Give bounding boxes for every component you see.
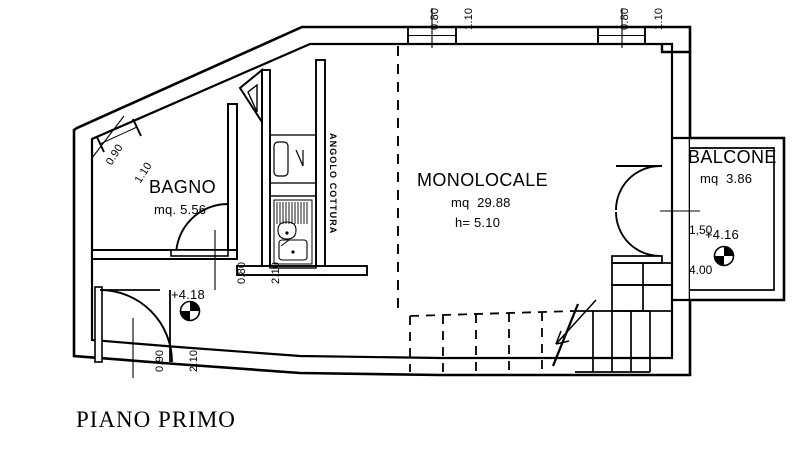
balcony-outer (690, 136, 786, 302)
diagonal-wall-glazing (99, 126, 138, 145)
kitchen-sink-basin (273, 141, 289, 177)
kitchen-counter-upper (269, 134, 317, 184)
kitchen-hob-hatching (276, 202, 308, 224)
stair-direction-arrow (555, 299, 597, 345)
room-height-monolocale: h= 5.10 (455, 215, 501, 230)
partition-bagno-right (227, 103, 238, 251)
kitchen-fixture-dot-2 (291, 250, 295, 254)
partition-kitchen-right (315, 59, 326, 276)
elevation-symbol-interior (179, 300, 201, 322)
building-walls (72, 25, 692, 377)
dimension-door-bagno-width: 0.80 (236, 261, 248, 284)
dimension-door-bagno-height: 2.10 (269, 261, 282, 284)
elevation-symbols (179, 245, 735, 322)
dimension-door-entrance: 0.90 2.10 (133, 350, 222, 372)
room-area-bagno: mq. 5.56 (154, 202, 207, 217)
door-bagno-arc (175, 203, 229, 257)
dimension-door-bagno: 0.80 2.10 (215, 262, 304, 284)
right-wall-notch (660, 44, 690, 54)
room-area-monolocale: mq 29.88 (451, 195, 511, 210)
door-balcony-sill (611, 255, 663, 264)
kitchen-hob-outer (269, 195, 317, 269)
dimension-balcony-width: 1,50 (689, 222, 713, 237)
dimension-window-diagonal-height: 1.10 (132, 160, 155, 186)
dimension-balcony-height: 4.00 (689, 263, 713, 278)
dimension-window-top-left-width: 0.80 (429, 7, 441, 30)
room-area-balcone: mq 3.86 (700, 171, 753, 186)
dimension-door-entrance-width: 0.90 (154, 349, 166, 372)
outer-wall-outline (72, 25, 692, 377)
stair-flight-down (409, 310, 576, 372)
stair-arrow-head (555, 330, 570, 345)
balcony-structure (672, 136, 786, 302)
dimension-window-top-left-height: 1.10 (462, 7, 475, 30)
stair-landing (611, 262, 673, 312)
wall-buttress-inner (247, 83, 258, 113)
kitchen-fixtures (269, 134, 317, 269)
kitchen-hob-inner (273, 199, 313, 265)
dimension-door-entrance-height: 2.10 (187, 349, 200, 372)
dimension-window-top-right-height: 1.10 (652, 7, 665, 30)
elevation-label-interior: +4.18 (171, 287, 205, 302)
staircase (409, 262, 673, 373)
room-label-balcone: BALCONE (688, 147, 777, 167)
dimension-window-top-right-width: 0.80 (619, 7, 631, 30)
dimension-window-top-right: 0.80 1.10 (598, 8, 687, 30)
kitchen-label-angolo-cottura: ANGOLO COTTURA (328, 133, 338, 235)
kitchen-fixture-dot-1 (285, 231, 289, 235)
kitchen-fixture-mark (280, 239, 290, 247)
elevation-label-balcony: +4.16 (705, 227, 739, 242)
door-entrance-leaf (94, 286, 103, 363)
partition-kitchen-left (261, 69, 271, 276)
leader-window-diagonal (91, 115, 125, 159)
room-label-monolocale: MONOLOCALE (417, 170, 549, 190)
plan-title: PIANO PRIMO (76, 407, 236, 432)
elevation-symbol-balcony (713, 245, 735, 267)
door-bagno-leaf (170, 249, 229, 257)
dimension-balcony-opening: 1,50 4.00 (689, 197, 712, 305)
partition-kitchen-bottom (236, 265, 368, 276)
room-label-bagno: BAGNO (149, 177, 217, 197)
doors (94, 165, 663, 363)
stair-cut-line (551, 303, 580, 367)
balcony-inner (690, 147, 775, 291)
kitchen-fixture-rounded (277, 221, 297, 240)
dimension-window-top-left: 0.80 1.10 (408, 8, 497, 30)
dimension-leaders (91, 8, 700, 378)
kitchen-faucet-icon (295, 149, 304, 167)
dimension-window-diagonal-width: 0.90 (103, 142, 126, 168)
partition-bagno-bottom (91, 249, 238, 260)
kitchen-fixture-box (278, 239, 308, 261)
